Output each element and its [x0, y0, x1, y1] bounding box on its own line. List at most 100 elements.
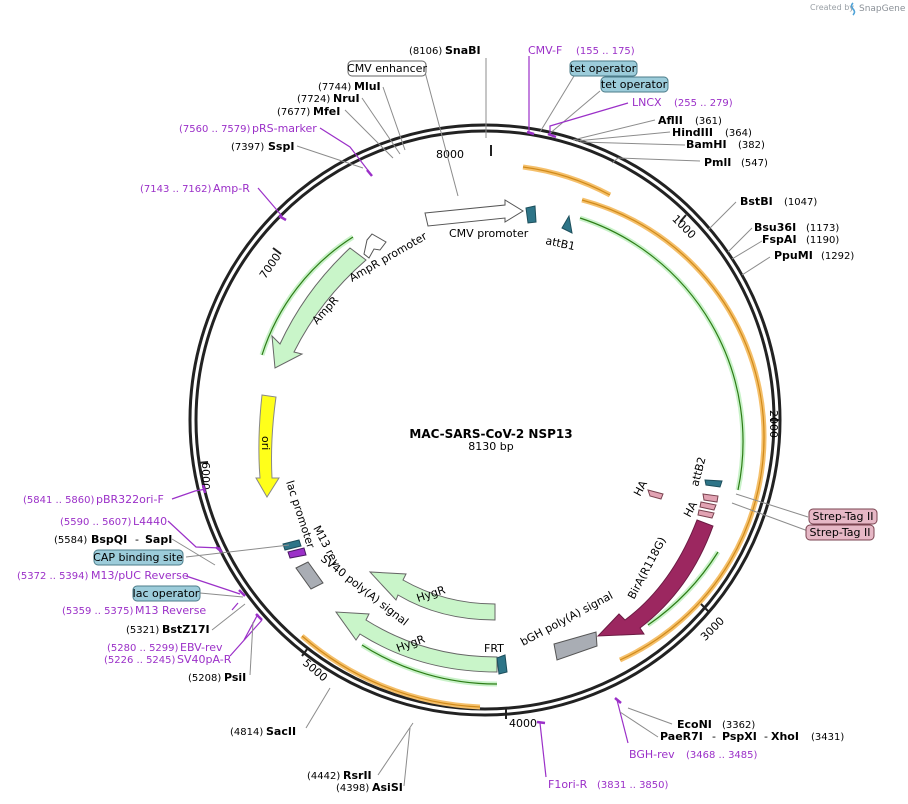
pbr322ori-f-label[interactable]: pBR322ori-F [96, 493, 164, 506]
sapi-label[interactable]: SapI [145, 533, 172, 546]
sspi-label[interactable]: SspI [268, 140, 294, 153]
tet-operator-box-2[interactable] [600, 76, 669, 93]
prs-marker-label[interactable]: pRS-marker [252, 122, 317, 135]
fspai-position: (1190) [806, 235, 839, 246]
tet-operator-box-1[interactable] [569, 60, 638, 77]
plasmid-name: MAC-SARS-CoV-2 NSP13 [409, 427, 572, 441]
bstbi-label[interactable]: BstBI [740, 195, 773, 208]
attb1-marker [561, 214, 573, 234]
lncx-position: (255 .. 279) [674, 98, 733, 109]
lac-operator-label: lac operator [133, 587, 200, 600]
label-attb1: attB1 [544, 234, 576, 253]
mfei-position: (7677) [277, 107, 310, 118]
snabi-label[interactable]: SnaBI [445, 44, 481, 57]
tet-operator-marker [525, 205, 537, 224]
bgh-polya-box [553, 631, 598, 661]
strep-tag-label-1: Strep-Tag II [813, 510, 874, 523]
created-by-label: Created by [810, 3, 854, 12]
ppumi-label[interactable]: PpuMI [774, 249, 813, 262]
sv40pa-r-label[interactable]: SV40pA-R [177, 653, 232, 666]
tet-operator-label-2: tet operator [601, 78, 668, 91]
lncx-label[interactable]: LNCX [632, 96, 662, 109]
cmv-f-label[interactable]: CMV-F [528, 44, 562, 57]
xhoi-label[interactable]: XhoI [771, 730, 799, 743]
strep-marker-1 [702, 493, 719, 503]
ha-marker-1 [647, 489, 664, 500]
label-ha-2: HA [681, 499, 700, 519]
asisi-label[interactable]: AsiSI [372, 781, 403, 794]
asisi-position: (4398) [336, 783, 369, 794]
plasmid-length: 8130 bp [468, 440, 513, 453]
pspxi-label[interactable]: PspXI [722, 730, 757, 743]
frt-marker [496, 654, 508, 675]
sacii-position: (4814) [230, 727, 263, 738]
attb2-marker [704, 479, 723, 488]
econi-label[interactable]: EcoNI [677, 718, 712, 731]
amp-r-label[interactable]: Amp-R [213, 182, 250, 195]
prs-marker-position: (7560 .. 7579) [179, 124, 251, 135]
bspqi-position: (5584) [54, 535, 87, 546]
tick-6000: 6000 [199, 462, 212, 490]
mlui-position: (7744) [318, 82, 351, 93]
fspai-label[interactable]: FspAI [762, 233, 797, 246]
tet-operator-label-1: tet operator [570, 62, 637, 75]
lac-operator-marker [282, 539, 302, 551]
lac-operator-box[interactable] [132, 585, 201, 602]
pspxi-dash: - [712, 730, 716, 743]
bspqi-label[interactable]: BspQI [91, 533, 127, 546]
ha-marker-2 [697, 509, 715, 519]
hindiii-label[interactable]: HindIII [672, 126, 713, 139]
strep-tag-box-2[interactable] [805, 524, 875, 541]
label-bgh-polya: bGH poly(A) signal [518, 589, 615, 649]
cmv-promoter-arrow [424, 199, 524, 227]
ampr-promoter-arrow [363, 233, 387, 259]
strep-marker-2 [699, 501, 717, 511]
paer7i-label[interactable]: PaeR7I [660, 730, 703, 743]
ebv-rev-position: (5280 .. 5299) [107, 643, 179, 654]
tick-4000: 4000 [509, 717, 537, 730]
psii-position: (5208) [188, 673, 221, 684]
bgh-rev-label[interactable]: BGH-rev [629, 748, 675, 761]
cap-binding-site-box[interactable] [93, 549, 184, 566]
bira-arrow [596, 519, 714, 637]
cap-binding-site-label: CAP binding site [93, 551, 183, 564]
nrui-label[interactable]: NruI [333, 92, 360, 105]
hygr-arrow-2 [334, 611, 498, 673]
l4440-label[interactable]: L4440 [133, 515, 167, 528]
hindiii-position: (364) [725, 128, 752, 139]
aflii-label[interactable]: AflII [658, 114, 683, 127]
bsu36i-label[interactable]: Bsu36I [754, 221, 796, 234]
bamhi-label[interactable]: BamHI [686, 138, 727, 151]
bsu36i-position: (1173) [806, 223, 839, 234]
label-frt: FRT [484, 642, 504, 655]
m13-reverse-label[interactable]: M13 Reverse [135, 604, 206, 617]
pmli-label[interactable]: PmlI [704, 156, 731, 169]
sacii-label[interactable]: SacII [266, 725, 296, 738]
cmv-enhancer-box[interactable] [347, 60, 427, 77]
m13-puc-reverse-position: (5372 .. 5394) [17, 571, 89, 582]
bstz17i-label[interactable]: BstZ17I [162, 623, 210, 636]
strep-tag-box-1[interactable] [808, 508, 878, 525]
mlui-label[interactable]: MluI [354, 80, 381, 93]
m13-marker [287, 547, 307, 559]
m13-puc-reverse-label[interactable]: M13/pUC Reverse [91, 569, 189, 582]
sv40pa-r-position: (5226 .. 5245) [104, 655, 176, 666]
ppumi-position: (1292) [821, 251, 854, 262]
f1ori-r-label[interactable]: F1ori-R [548, 778, 588, 791]
mfei-label[interactable]: MfeI [313, 105, 340, 118]
pmli-position: (547) [741, 158, 768, 169]
psii-label[interactable]: PsiI [224, 671, 246, 684]
snapgene-logo-icon [850, 2, 856, 16]
sspi-position: (7397) [231, 142, 264, 153]
rsrii-label[interactable]: RsrII [343, 769, 372, 782]
bgh-rev-position: (3468 .. 3485) [686, 750, 758, 761]
sapi-dash: - [135, 533, 139, 546]
bstz17i-position: (5321) [126, 625, 159, 636]
ori-arrow [255, 394, 280, 498]
ampr-arrow [271, 247, 367, 369]
label-lac-promoter: lac promoter [283, 479, 317, 550]
ebv-rev-label[interactable]: EBV-rev [180, 641, 223, 654]
l4440-position: (5590 .. 5607) [60, 517, 132, 528]
